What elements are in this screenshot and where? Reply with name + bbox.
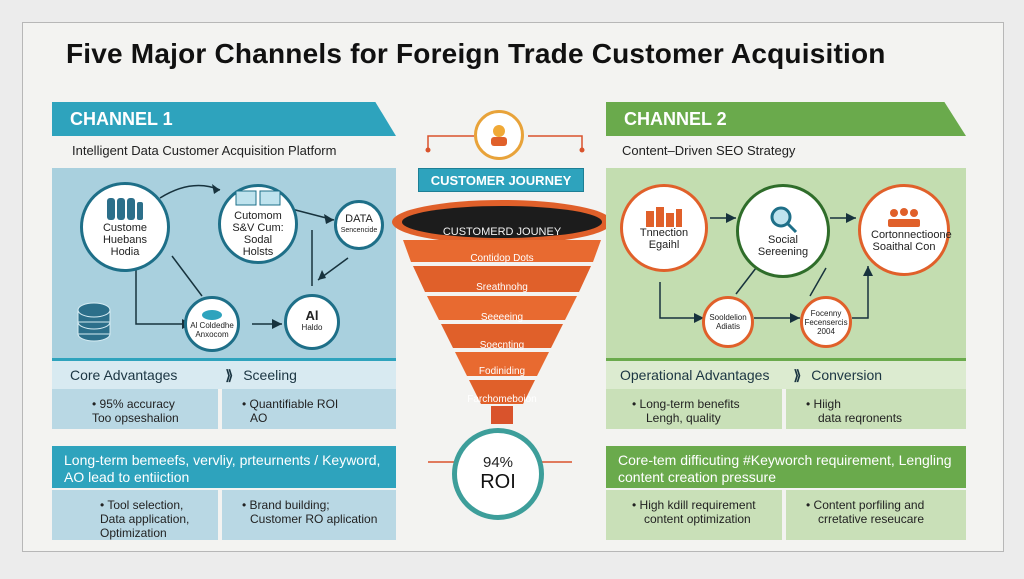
channel2-box4-line2: crretative reseucare [818,512,925,526]
channel1-text-banner: Long-term bemeefs, vervliy, prteurnents … [52,446,396,488]
channel2-strip-right: Conversion [811,367,883,383]
customer-journey-pill: CUSTOMER JOURNEY [418,168,584,192]
channel2-box-benefits: • Long-term benefits Lengh, quality [606,389,782,429]
channel2-box-data: • Hiigh data reqronents [786,389,966,429]
channel2-connectors [659,213,873,323]
analysis-node-label: Al Coldedhe Anxocom [190,321,234,339]
research-node: Focenny Fecensercis 2004 [800,296,852,348]
journey-icon [474,110,524,160]
monitor-icon [235,190,281,206]
channel1-box-tool: • Tool selection, Data application, Opti… [52,490,218,540]
roi-label: ROI [480,471,516,493]
funnel-stage-6: Farchomeboion [467,394,537,405]
channel2-strip-left: Operational Advantages [620,367,770,383]
database-icon [107,198,143,220]
social-platform-node: Cutomom S&V Cum: Sodal Holsts [218,184,298,264]
ai-node: Al Haldo [284,294,340,350]
funnel-top-label: CUSTOMERD JOUNEY [442,226,562,238]
channel1-box2-line2: AO [250,411,268,425]
channel2-banner-label: CHANNEL 2 [624,108,727,129]
double-chevron-icon: ⟫ [225,366,234,383]
social-platform-label: Cutomom S&V Cum: Sodal Holsts [232,210,284,258]
channel1-strip-right: Sceeling [243,367,297,383]
channel1-box3-line2: Data application, [100,512,190,526]
channel1-subtitle: Intelligent Data Customer Acquisition Pl… [72,143,337,158]
ai-node-title: Al [305,308,319,323]
funnel-stage-1: Contidop Dots [470,253,534,264]
channel1-banner: CHANNEL 1 [52,102,396,136]
analysis-node: Al Coldedhe Anxocom [184,296,240,352]
data-node-sub: Sencencide [340,227,378,234]
page-title: Five Major Channels for Foreign Trade Cu… [66,38,886,69]
roi-badge: 94% ROI [452,428,544,520]
channel1-strip-left: Core Advantages [70,367,178,383]
channel2-subtitle: Content–Driven SEO Strategy [622,143,796,158]
channel1-box-accuracy: • 95% accuracy Too opseshalion [52,389,218,429]
cylinder-icon [202,310,222,320]
channel1-box2-line1: • Quantifiable ROI [242,397,339,411]
analysis-node-green: Sooldelion Adiatis [702,296,754,348]
social-screening-label: Social Sereening [757,234,809,258]
channel2-box3-line2: content optimization [644,512,751,526]
content-node: Cortonnectioone Soaithal Con [858,184,952,276]
channel2-box-skill: • High kdill requirement content optimiz… [606,490,782,540]
channel1-box1-line1: • 95% accuracy [92,397,175,411]
channel2-box1-line2: Lengh, quality [646,411,721,425]
factory-icon [646,207,682,227]
data-node: DATA Sencencide [334,200,384,250]
channel1-box1-line2: Too opseshalion [92,411,179,425]
customer-data-label: Custome Huebans Hodia [102,222,148,258]
channel2-box4-line1: • Content porfiling and [806,498,925,512]
channel1-box4-line1: • Brand building; [242,498,330,512]
channel2-box2-line1: • Hiigh [806,397,841,411]
people-icon [888,208,920,227]
research-node-label: Focenny Fecensercis 2004 [804,308,848,336]
channel1-box3-line1: • Tool selection, [100,498,184,512]
channel1-box4-line2: Customer RO aplication [250,512,378,526]
content-node-label: Cortonnectioone Soaithal Con [871,229,952,253]
channel2-box3-line1: • High kdill requirement [632,498,756,512]
funnel-stage-5: Fodiniding [478,366,526,377]
channel1-box3-line3: Optimization [100,526,167,540]
double-chevron-icon: ⟫ [793,366,802,383]
social-screening-node: Social Sereening [736,184,830,278]
funnel-stage-3: Seeeeing [480,312,524,323]
channel2-box2-line2: data reqronents [818,411,903,425]
channel1-banner-label: CHANNEL 1 [70,108,173,129]
analysis-node-green-label: Sooldelion Adiatis [709,313,747,331]
database-stack-icon [74,300,114,344]
data-node-title: DATA [345,213,373,225]
customer-journey-pill-label: CUSTOMER JOURNEY [430,172,572,188]
roi-percent: 94% [482,454,514,471]
magnifier-icon [770,206,798,234]
channel1-box-brand: • Brand building; Customer RO aplication [222,490,396,540]
channel2-box1-line1: • Long-term benefits [632,397,740,411]
channel2-text-banner: Core-tem difficuting #Keyworch requireme… [606,446,966,488]
injection-node: Tnnection Egaihl [620,184,708,272]
channel2-advantages-strip: Operational Advantages ⟫ Conversion [606,358,966,389]
customer-data-node: Custome Huebans Hodia [80,182,170,272]
channel1-connectors [135,184,349,329]
channel2-box-profiling: • Content porfiling and crretative reseu… [786,490,966,540]
channel2-banner: CHANNEL 2 [606,102,966,136]
channel1-box-roi: • Quantifiable ROI AO [222,389,396,429]
funnel-stage-2: Sreathnohg [476,282,528,293]
injection-node-label: Tnnection Egaihl [639,227,689,251]
channel1-advantages-strip: Core Advantages ⟫ Sceeling [52,358,396,389]
ai-node-sub: Haldo [301,323,323,332]
customer-funnel [392,200,612,424]
funnel-stage-4: Soecnting [479,340,525,351]
